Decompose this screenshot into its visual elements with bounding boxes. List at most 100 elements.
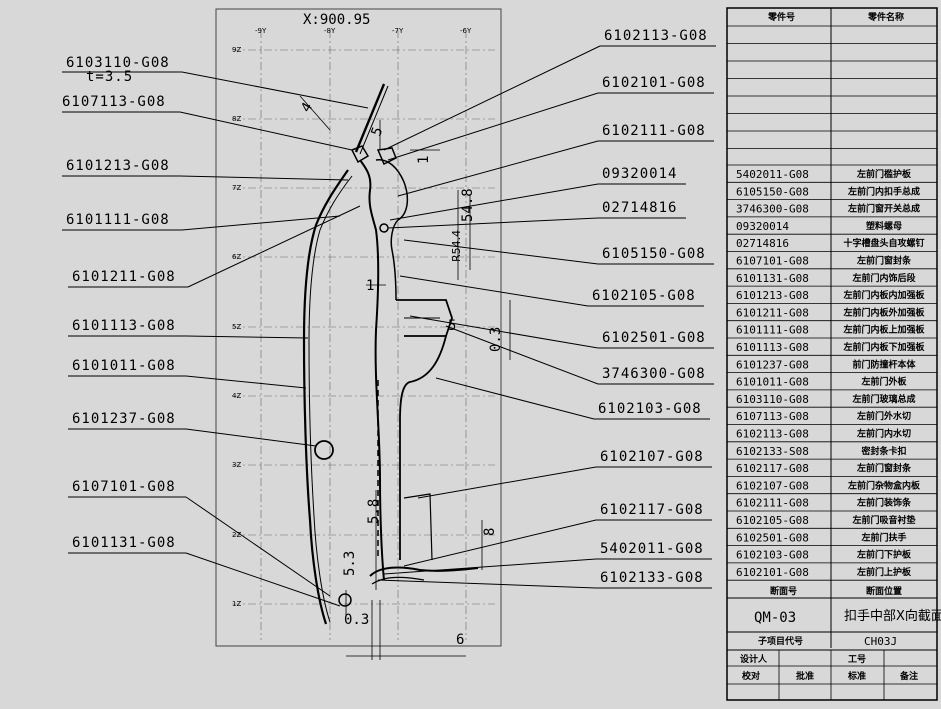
part-name: 密封条卡扣 bbox=[860, 445, 906, 457]
part-number: 5402011-G08 bbox=[736, 168, 809, 181]
grid-z-label: 1Z bbox=[232, 600, 241, 608]
dimension-marks bbox=[299, 95, 511, 660]
tb-standard-label: 标准 bbox=[847, 670, 866, 682]
part-name: 左前门窗开关总成 bbox=[847, 203, 920, 215]
callout-label: 6105150-G08 bbox=[602, 246, 706, 262]
parts-row: 6101131-G08 左前门内饰后段 bbox=[736, 272, 916, 285]
dimension-text: 0.3 bbox=[344, 612, 369, 628]
grid-x-label: -6Y bbox=[460, 27, 472, 35]
part-number: 6102103-G08 bbox=[736, 549, 809, 562]
callout-label: 6101213-G08 bbox=[66, 158, 170, 174]
part-number: 6102105-G08 bbox=[736, 514, 809, 527]
callout-label: 5402011-G08 bbox=[600, 541, 704, 557]
tb-header-part-no: 零件号 bbox=[767, 11, 795, 23]
grid: -9Y -8Y -7Y -6Y 9Z 8Z 7Z 6Z 5Z 4Z 3Z 2Z … bbox=[232, 27, 495, 640]
part-name: 左前门内板内加强板 bbox=[842, 289, 925, 301]
grid-z-label: 6Z bbox=[232, 253, 241, 261]
grid-x-label: -8Y bbox=[324, 27, 336, 35]
part-number: 02714816 bbox=[736, 237, 789, 250]
callout-label: 6101211-G08 bbox=[72, 269, 176, 285]
parts-row: 6102105-G08 左前门吸音衬垫 bbox=[736, 514, 916, 527]
part-number: 6101111-G08 bbox=[736, 324, 809, 337]
parts-row: 5402011-G08 左前门槛护板 bbox=[736, 168, 912, 181]
parts-row: 6101111-G08 左前门内板上加强板 bbox=[736, 324, 925, 337]
part-name: 左前门外板 bbox=[860, 376, 907, 388]
callout-label: 6101111-G08 bbox=[66, 212, 170, 228]
part-number: 6101237-G08 bbox=[736, 358, 809, 371]
part-name: 左前门下护板 bbox=[856, 549, 912, 561]
tb-section-pos: 扣手中部X向截面 bbox=[844, 608, 941, 624]
callout-label: 09320014 bbox=[602, 166, 677, 182]
part-number: 6102101-G08 bbox=[736, 566, 809, 579]
door-section-geometry bbox=[302, 83, 479, 625]
callout-label: 6101113-G08 bbox=[72, 318, 176, 334]
part-name: 左前门吸音衬垫 bbox=[851, 514, 915, 526]
tb-designer-label: 设计人 bbox=[740, 653, 768, 665]
callout-label: 6103110-G08 bbox=[66, 55, 170, 71]
callout-label: 6102101-G08 bbox=[602, 75, 706, 91]
dimension-text: 1 bbox=[366, 278, 374, 294]
tb-subproject: CH03J bbox=[864, 635, 897, 648]
view-frame bbox=[215, 8, 502, 647]
parts-row: 6102103-G08 左前门下护板 bbox=[736, 549, 912, 562]
tb-header-part-name: 零件名称 bbox=[867, 11, 904, 23]
part-number: 09320014 bbox=[736, 220, 789, 233]
tb-section-pos-label: 断面位置 bbox=[866, 585, 902, 597]
part-number: 6102501-G08 bbox=[736, 531, 809, 544]
dimension-text: R54.4 bbox=[450, 230, 463, 262]
grid-x-label: -7Y bbox=[392, 27, 404, 35]
callout-label: 6101237-G08 bbox=[72, 411, 176, 427]
grid-z-label: 9Z bbox=[232, 46, 241, 54]
part-number: 6101131-G08 bbox=[736, 272, 809, 285]
grid-z-label: 7Z bbox=[232, 184, 241, 192]
grid-x-label: -9Y bbox=[255, 27, 267, 35]
part-name: 左前门内板上加强板 bbox=[842, 324, 925, 336]
callout-label: 6102117-G08 bbox=[600, 502, 704, 518]
callouts-right: 6102113-G08 6102101-G08 6102111-G08 0932… bbox=[377, 28, 716, 589]
part-name: 左前门扶手 bbox=[860, 531, 906, 543]
grid-z-label: 3Z bbox=[232, 461, 241, 469]
part-name: 左前门玻璃总成 bbox=[851, 393, 915, 405]
part-number: 6107113-G08 bbox=[736, 410, 809, 423]
part-number: 3746300-G08 bbox=[736, 203, 809, 216]
callout-label: 6102133-G08 bbox=[600, 570, 704, 586]
part-number: 6102111-G08 bbox=[736, 497, 809, 510]
part-name: 前门防撞杆本体 bbox=[852, 358, 916, 370]
dimension-text: 5 bbox=[448, 318, 456, 334]
callout-label: 6102113-G08 bbox=[604, 28, 708, 44]
part-number: 6102113-G08 bbox=[736, 428, 809, 441]
tb-approve-label: 批准 bbox=[796, 670, 814, 682]
parts-row: 6101237-G08 前门防撞杆本体 bbox=[736, 358, 916, 371]
part-name: 左前门外水切 bbox=[856, 410, 911, 422]
tb-remark-label: 备注 bbox=[899, 670, 918, 682]
dimension-text: 6 bbox=[456, 632, 464, 648]
callout-label: 3746300-G08 bbox=[602, 366, 706, 382]
callout-label: 6102501-G08 bbox=[602, 330, 706, 346]
grid-z-label: 4Z bbox=[232, 392, 241, 400]
tb-subproject-label: 子项目代号 bbox=[758, 635, 803, 647]
part-number: 6102107-G08 bbox=[736, 479, 809, 492]
dimension-text: 8 bbox=[482, 528, 498, 536]
tb-section-no: QM-03 bbox=[754, 610, 796, 626]
callout-label: 6102107-G08 bbox=[600, 449, 704, 465]
part-name: 左前门内饰后段 bbox=[851, 272, 916, 284]
part-name: 左前门内板下加强板 bbox=[842, 341, 925, 353]
part-name: 左前门槛护板 bbox=[856, 168, 912, 180]
part-name: 左前门窗封条 bbox=[856, 462, 912, 474]
grid-z-label: 8Z bbox=[232, 115, 241, 123]
callouts-left: 6103110-G08 t=3.5 6107113-G08 6101213-G0… bbox=[62, 55, 369, 607]
part-number: 6107101-G08 bbox=[736, 255, 809, 268]
